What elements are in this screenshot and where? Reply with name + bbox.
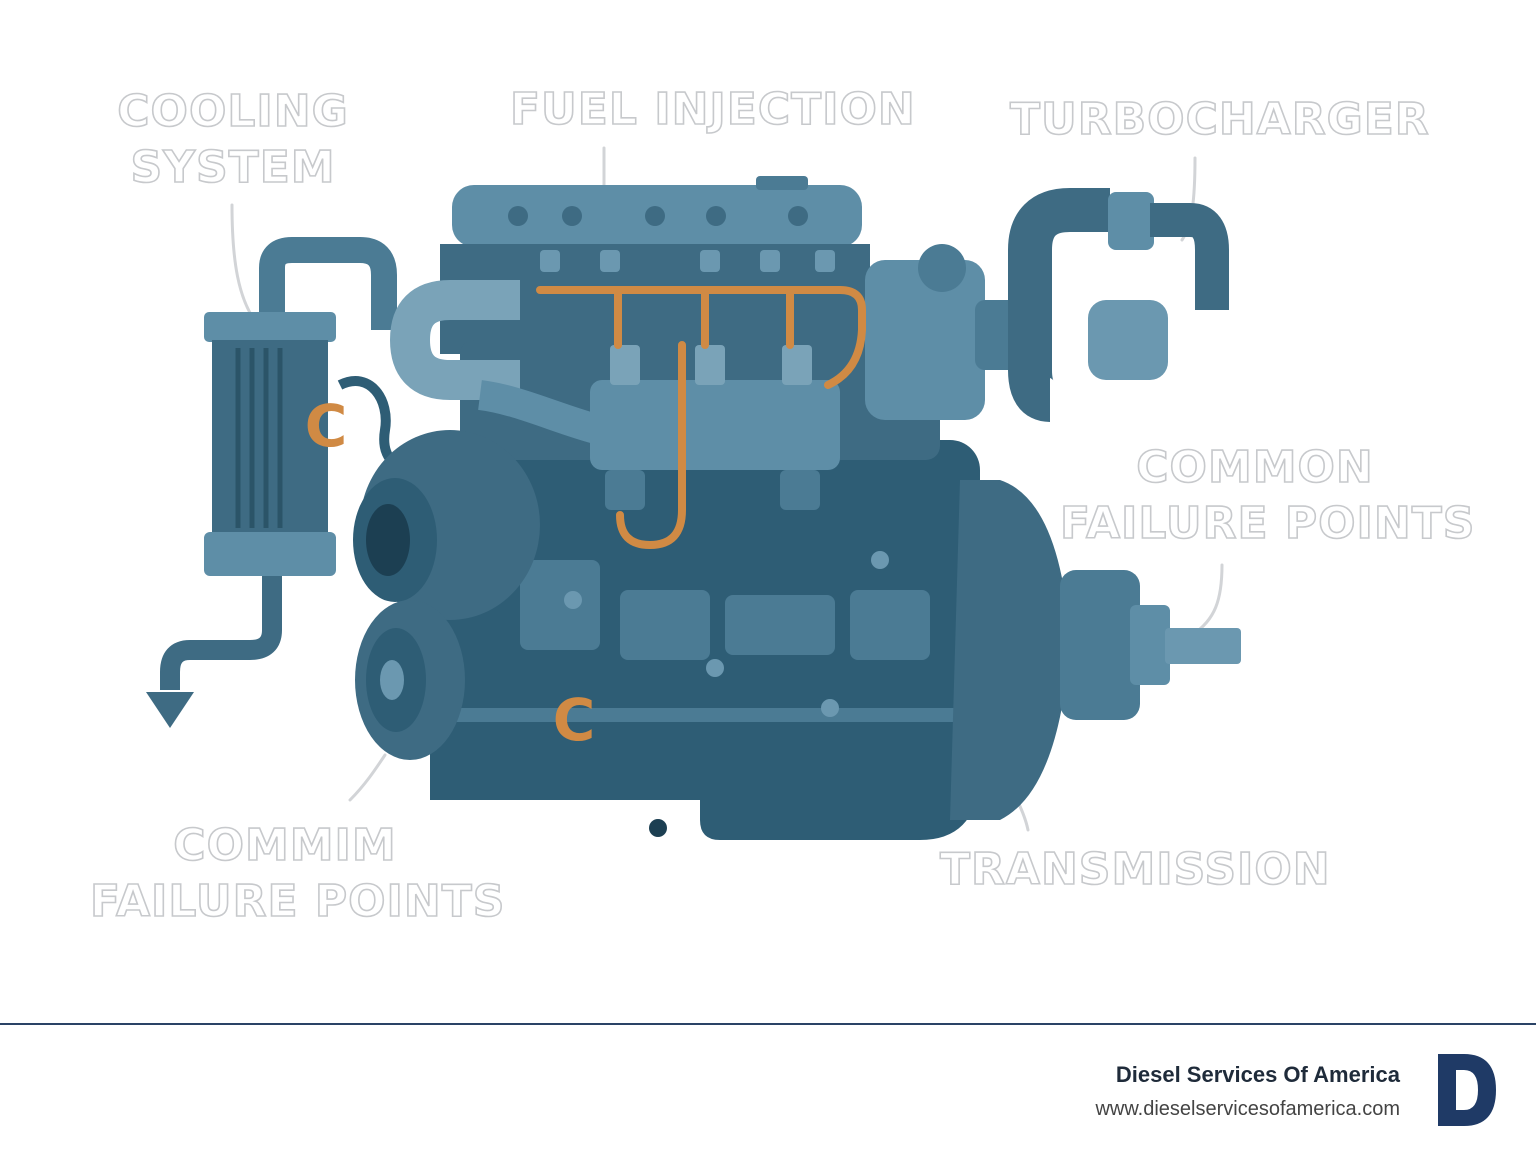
leader-commim	[348, 753, 387, 802]
radiator	[146, 237, 411, 728]
transmission	[950, 480, 1241, 820]
brand-url[interactable]: www.dieselservicesofamerica.com	[1095, 1098, 1400, 1120]
valve-cover-bolts	[508, 206, 808, 226]
intake-elbow	[389, 280, 520, 400]
upper-coolant-pipe	[259, 237, 397, 330]
leader-cooling	[230, 203, 260, 327]
head-studs	[540, 250, 835, 272]
drain-arrow	[146, 692, 194, 728]
brand-name: Diesel Services Of America	[1115, 1062, 1400, 1087]
label-turbocharger: TURBOCHARGER	[1009, 93, 1430, 146]
label-transmission: TRANSMISSION	[939, 843, 1331, 896]
block-ribs	[520, 560, 930, 660]
output-shaft	[1165, 628, 1241, 664]
label-cooling-system: COOLING SYSTEM	[116, 85, 349, 194]
oil-pan	[430, 660, 990, 840]
leader-common	[1190, 563, 1224, 637]
compressor-wheel	[1088, 300, 1168, 380]
engine-block	[353, 176, 990, 840]
pan-rail	[440, 708, 980, 722]
injection-pump	[590, 380, 840, 470]
brand-logo-icon: D	[1438, 1054, 1496, 1126]
radiator-bottom-cap	[204, 532, 336, 576]
label-common-failure-points: COMMON FAILURE POINTS	[1059, 441, 1476, 550]
footer-divider	[0, 1023, 1536, 1025]
brand-logo-letter: D	[1467, 1101, 1468, 1103]
engine-diagram: C C	[146, 146, 1241, 840]
bellhousing	[950, 480, 1070, 820]
radiator-top-cap	[204, 312, 336, 342]
turbo-outlet-pipe	[1008, 188, 1110, 422]
turbocharger	[865, 188, 1229, 422]
transmission-case	[1060, 570, 1140, 720]
label-commim-failure-points: COMMIM FAILURE POINTS	[89, 819, 506, 928]
label-fuel-injection: FUEL INJECTION	[509, 83, 916, 136]
turbo-return-pipe	[1150, 203, 1229, 310]
radiator-fins	[235, 348, 283, 528]
marker-c-cooling: C	[305, 392, 348, 460]
fuel-lines	[536, 286, 866, 550]
pulleys	[353, 430, 540, 760]
radiator-core	[212, 340, 328, 536]
turbo-housing	[865, 260, 985, 420]
fuel-return-loop	[616, 341, 686, 550]
drain-pipe	[160, 576, 282, 690]
marker-c-block: C	[553, 686, 596, 754]
